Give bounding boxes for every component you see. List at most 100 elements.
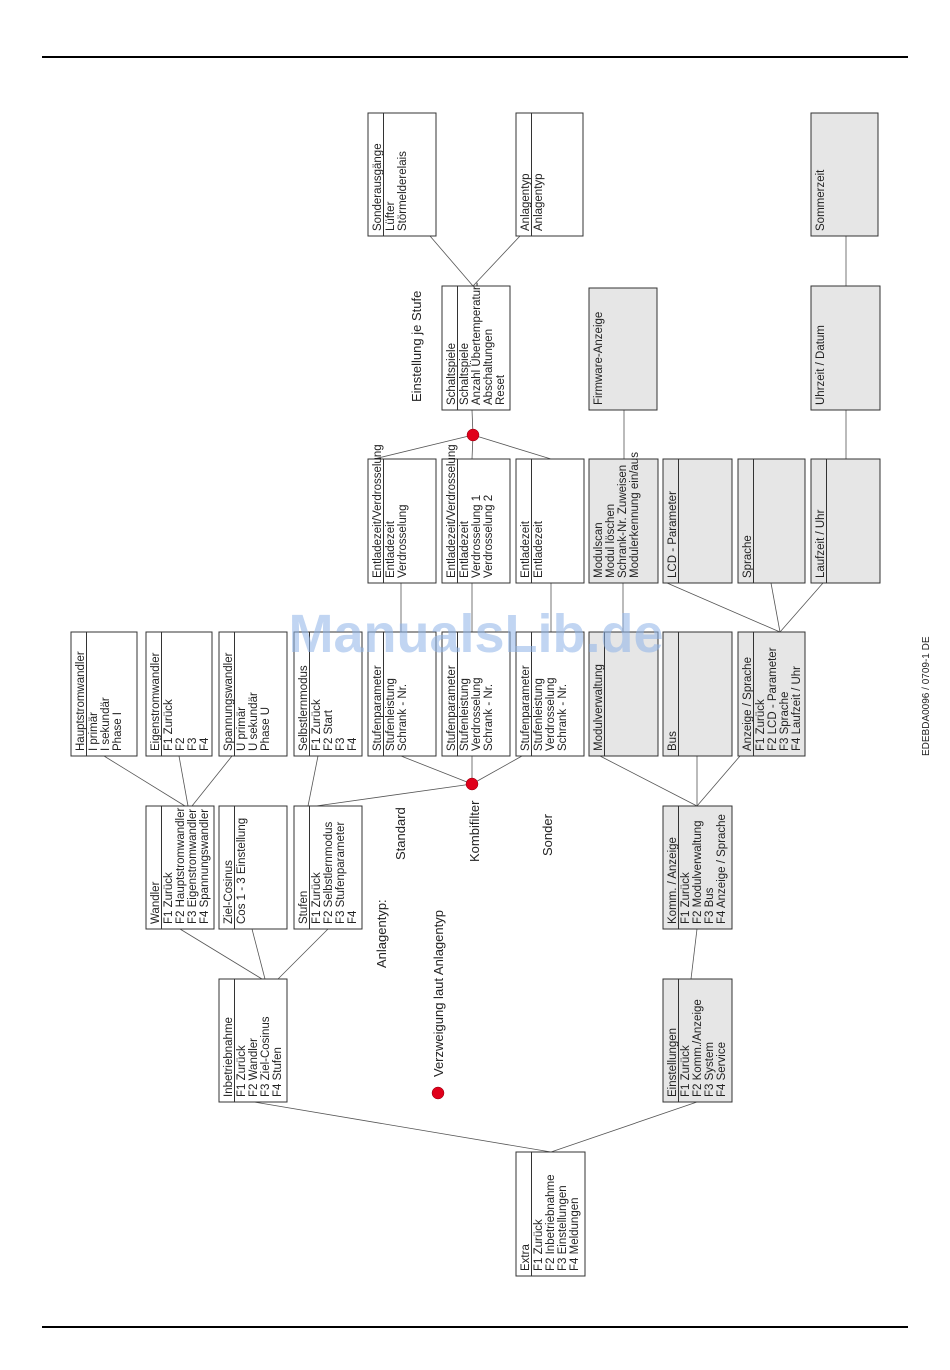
menu-box-line: F4 Laufzeit / Uhr <box>791 666 803 751</box>
legend-dot <box>431 1086 445 1100</box>
menu-box-line: F2 Hauptstromwandler <box>175 808 187 924</box>
menu-box-frame <box>737 458 806 584</box>
menu-box-line: F3 <box>335 738 347 751</box>
menu-box-frame <box>145 631 213 757</box>
bottom-rule <box>42 1326 908 1328</box>
menu-box-frame <box>367 458 437 584</box>
connector-line <box>471 755 523 785</box>
menu-box-line: F3 Bus <box>704 887 716 924</box>
menu-box-line: F2 LCD - Parameter <box>767 647 779 751</box>
menu-box-title: Modulverwaltung <box>593 664 605 751</box>
menu-box-line: F1 Zurück <box>680 1045 692 1097</box>
menu-box-line: Störmelderelais <box>397 151 409 231</box>
menu-box-title: Stufen <box>298 891 310 924</box>
menu-box-line: F1 Zurück <box>755 699 767 751</box>
menu-box-title: Bus <box>667 731 679 751</box>
menu-box-frame <box>662 458 733 584</box>
connector-line <box>103 755 186 807</box>
menu-box-firmware: Firmware-Anzeige <box>588 287 658 411</box>
menu-box-line: F4 <box>347 737 359 751</box>
menu-box-title: Anzeige / Sprache <box>742 657 754 751</box>
connector-line <box>373 434 474 460</box>
menu-box-line: F4 Stufen <box>272 1047 284 1097</box>
menu-box-line: Modul löschen <box>605 504 617 578</box>
menu-box-frame <box>588 287 658 411</box>
menu-box-title: Sonderausgänge <box>372 143 384 231</box>
standard-label: Standard <box>393 807 408 860</box>
menu-box-line: Modulscan <box>593 522 605 578</box>
menu-box-frame <box>293 805 363 930</box>
menu-box-line: F2 Modulverwaltung <box>692 820 704 924</box>
menu-box-frame <box>218 978 288 1103</box>
menu-box-line: Schrank - Nr. <box>397 684 409 751</box>
connector-line <box>307 755 319 807</box>
menu-box-line: F4 <box>199 737 211 751</box>
connector-line <box>779 582 824 633</box>
connector-lines <box>103 235 847 1153</box>
menu-box-line: Abschaltungen <box>483 329 495 405</box>
menu-box-frame <box>70 631 138 757</box>
menu-box-line: Schaltspiele <box>459 343 471 405</box>
menu-box-line: F3 Stufenparameter <box>335 822 347 924</box>
menu-box-frame <box>441 285 511 411</box>
menu-box-line: Schrank - Nr. <box>483 684 495 751</box>
menu-box-line: Uhrzeit / Datum <box>815 325 827 405</box>
connector-line <box>253 1101 552 1153</box>
menu-box-line: Schrank - Nr. <box>557 684 569 751</box>
menu-box-line: U primär <box>236 707 248 751</box>
menu-box-title: Extra <box>520 1244 532 1271</box>
menu-box-title: Selbstlernmodus <box>298 665 310 751</box>
menu-box-title: Stufenparameter <box>372 665 384 751</box>
menu-box-frame <box>662 631 733 757</box>
menu-box-line: Reset <box>495 374 507 405</box>
menu-box-line: Stufenleistung <box>385 678 397 751</box>
menu-box-title: Stufenparameter <box>520 665 532 751</box>
menu-box-frame <box>441 631 511 757</box>
menu-box-title: Stufenparameter <box>446 665 458 751</box>
menu-box-frame <box>515 1151 586 1277</box>
connector-line <box>251 928 266 980</box>
menu-box-title: Anlagentyp <box>520 173 532 231</box>
menu-box-frame <box>662 805 733 930</box>
menu-box-line: Stufenleistung <box>533 678 545 751</box>
menu-box-line: F3 Eigenstromwandler <box>187 809 199 924</box>
menu-box-line: F2 Wandler <box>248 1038 260 1097</box>
menu-box-title: Schaltspiele <box>446 343 458 405</box>
connector-line <box>550 1101 698 1153</box>
menu-box-frame <box>515 112 584 237</box>
menu-box-frame <box>588 631 659 757</box>
menu-box-line: I sekundär <box>100 697 112 751</box>
menu-box-sprache: Sprache <box>737 458 806 584</box>
menu-box-title: Inbetriebnahme <box>223 1017 235 1097</box>
menu-box-line: Sommerzeit <box>815 169 827 231</box>
menu-box-line: Phase U <box>260 707 272 751</box>
menu-box-line: Stufenleistung <box>459 678 471 751</box>
connector-line <box>472 235 521 287</box>
menu-box-laufzeit: Laufzeit / Uhr <box>810 458 881 584</box>
connector-line <box>400 755 473 785</box>
menu-box-line: F4 Anzeige / Sprache <box>716 814 728 924</box>
menu-box-sommerzeit: Sommerzeit <box>810 112 879 237</box>
menu-box-title: Hauptstromwandler <box>75 651 87 751</box>
top-rule <box>42 56 908 58</box>
menu-box-line: Entladezeit <box>385 520 397 578</box>
connector-line <box>315 783 473 807</box>
menu-box-line: Verdrosselung <box>545 677 557 751</box>
menu-box-frame <box>737 631 806 757</box>
menu-box-lcd: LCD - Parameter <box>662 458 733 584</box>
menu-box-line: F1 Zurück <box>311 872 323 924</box>
sonder-label: Sonder <box>540 813 555 856</box>
connector-line <box>191 755 233 807</box>
menu-box-line: Verdrosselung 1 <box>471 495 483 578</box>
